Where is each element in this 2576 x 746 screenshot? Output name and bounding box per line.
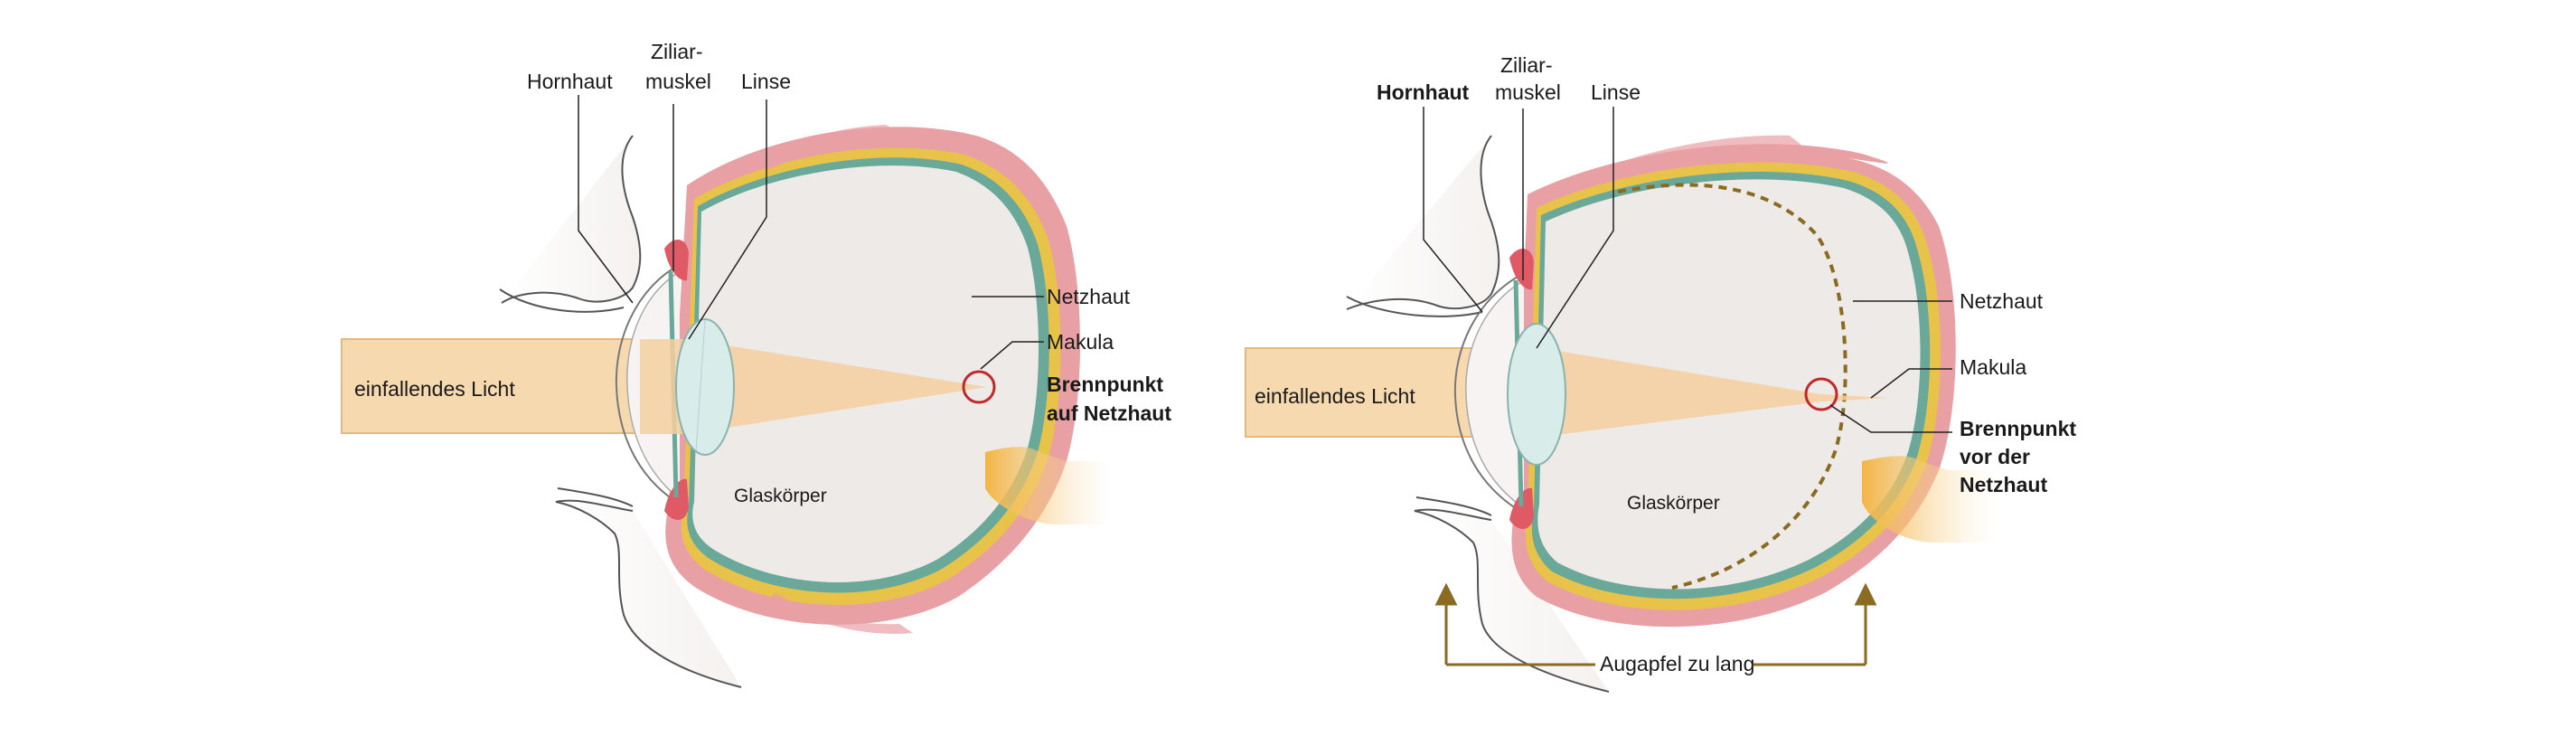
incoming-light-band	[341, 338, 641, 434]
label-cornea-normal: Hornhaut	[527, 70, 613, 93]
lens-normal	[675, 318, 735, 456]
focus-point-ring-normal	[962, 370, 996, 404]
label-ciliary-line1-myopic: Ziliar-	[1500, 53, 1553, 77]
optic-nerve-myopic	[1862, 456, 1998, 543]
lens-myopic	[1507, 323, 1566, 466]
eyelids-and-face	[499, 135, 742, 688]
label-ciliary-line2-myopic: muskel	[1495, 80, 1561, 104]
label-incoming-light-myopic: einfallendes Licht	[1255, 384, 1415, 408]
leader-lines-normal	[578, 95, 1044, 370]
panel-myopic-eye: Hornhaut Ziliar- muskel Linse Netzhaut M…	[1245, 53, 2076, 693]
label-retina-normal: Netzhaut	[1047, 285, 1131, 308]
label-ciliary-line2-normal: muskel	[645, 70, 711, 93]
label-cornea-myopic: Hornhaut	[1377, 80, 1470, 104]
label-retina-myopic: Netzhaut	[1960, 289, 2044, 313]
label-focus-line2-myopic: vor der	[1960, 445, 2030, 468]
label-vitreous-myopic: Glaskörper	[1627, 493, 1720, 514]
light-cone-myopic	[1535, 348, 1889, 437]
label-eyeball-too-long: Augapfel zu lang	[1600, 652, 1754, 675]
label-ciliary-line1-normal: Ziliar-	[651, 40, 703, 63]
eyeball-myopic	[1453, 135, 1998, 628]
label-vitreous-normal: Glaskörper	[734, 486, 827, 506]
optic-nerve-normal	[985, 447, 1112, 524]
leader-lines-myopic	[1423, 107, 1952, 433]
eyelids-and-face-myopic	[1346, 135, 1610, 693]
label-focus-line3-myopic: Netzhaut	[1960, 473, 2047, 496]
focus-point-ring-myopic	[1804, 377, 1838, 411]
label-incoming-light-normal: einfallendes Licht	[354, 377, 515, 401]
label-focus-line1-myopic: Brennpunkt	[1960, 417, 2076, 440]
label-macula-normal: Makula	[1047, 330, 1114, 354]
label-lens-myopic: Linse	[1591, 80, 1641, 104]
label-macula-myopic: Makula	[1960, 355, 2026, 379]
normal-retina-dashed	[1617, 183, 1847, 590]
label-focus-line1-normal: Brennpunkt	[1047, 373, 1163, 396]
eyeball-normal	[615, 125, 1112, 634]
eyeball-length-bracket	[1434, 582, 1877, 666]
label-focus-line2-normal: auf Netzhaut	[1047, 401, 1171, 425]
label-lens-normal: Linse	[741, 70, 791, 93]
panel-normal-eye: Hornhaut Ziliar- muskel Linse Netzhaut M…	[341, 40, 1171, 688]
